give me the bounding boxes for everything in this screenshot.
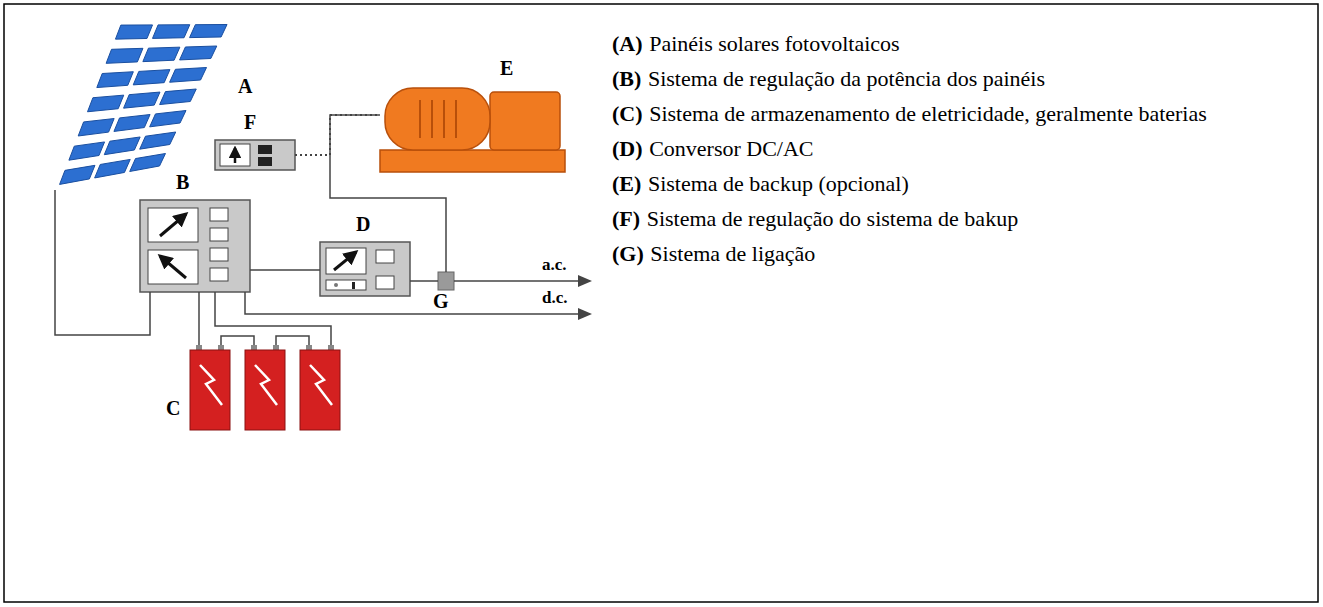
panel-cell (124, 92, 160, 108)
panel-cell (114, 115, 150, 132)
junction-box (438, 272, 454, 290)
ac-arrowhead (578, 275, 592, 287)
frame (4, 4, 1318, 602)
key-letter: (C) (612, 101, 643, 126)
wire (55, 190, 150, 335)
key-letter: (G) (612, 241, 644, 266)
key-description: Sistema de ligação (650, 241, 815, 266)
ac-output-wire (454, 280, 582, 282)
solar-panel (60, 25, 227, 185)
panel-cell (133, 70, 170, 85)
dc-label: d.c. (541, 289, 569, 308)
wire (198, 292, 200, 345)
panel-cell (160, 89, 197, 105)
key-row: (A)Painéis solares fotovoltaicos (612, 26, 1310, 61)
key-letter: (A) (612, 31, 643, 56)
battery-bank (190, 336, 340, 430)
panel-cell (150, 111, 186, 127)
key-letter: (F) (612, 206, 640, 231)
panel-cell (153, 25, 190, 39)
key-letter: (D) (612, 136, 643, 161)
part-letter: C (166, 398, 180, 418)
panel-cell (143, 47, 180, 61)
converter-node: D (320, 242, 410, 296)
panel-cell (115, 25, 152, 39)
key-letter: (B) (612, 66, 641, 91)
generator-node: E (380, 88, 565, 172)
part-letter: A (238, 76, 252, 96)
panel-cell (140, 132, 176, 149)
junction-node: G (438, 272, 454, 290)
panel-cell (60, 165, 95, 184)
part-letter: E (500, 58, 513, 78)
panel-cell (106, 48, 143, 63)
battery-wire (215, 292, 331, 345)
key-description: Sistema de backup (opcional) (648, 171, 909, 196)
regulator-box (140, 200, 250, 292)
part-letter: F (244, 112, 256, 132)
wire (410, 280, 438, 282)
panel-cell (88, 95, 124, 112)
solar-panel-node: A (55, 20, 232, 190)
key-row: (F) Sistema de regulação do sistema de ba… (612, 201, 1310, 236)
panel-cell (180, 46, 217, 60)
key-row: (B) Sistema de regulação da potência dos … (612, 61, 1310, 96)
backup-regulator-box (215, 140, 295, 170)
panel-cell (190, 25, 227, 38)
key-description: Sistema de regulação da potência dos pai… (648, 66, 1045, 91)
ac-label: a.c. (541, 256, 568, 275)
key-row: (E) Sistema de backup (opcional) (612, 166, 1310, 201)
backup-regulator-node: F (215, 140, 295, 170)
part-letter: D (356, 214, 370, 234)
key-description: Sistema de armazenamento de eletricidade… (649, 101, 1207, 126)
wire (250, 269, 320, 271)
battery-node: C (190, 345, 340, 430)
key-description: Sistema de regulação do sistema de bakup (647, 206, 1018, 231)
part-letter: G (433, 291, 449, 311)
panel-cell (97, 72, 134, 88)
dotted-wire (295, 115, 380, 155)
key-row: (D)Conversor DC/AC (612, 131, 1310, 166)
dc-arrowhead (578, 308, 592, 320)
panel-cell (69, 142, 105, 160)
converter-box (320, 242, 410, 296)
dc-output-wire (245, 292, 582, 314)
key-description: Conversor DC/AC (649, 136, 813, 161)
key-letter: (E) (612, 171, 641, 196)
panel-cell (130, 154, 166, 172)
panel-cell (104, 137, 140, 155)
key-list: (A)Painéis solares fotovoltaicos (B) Siste… (612, 26, 1310, 271)
part-letter: B (176, 172, 189, 192)
regulator-node: B (140, 200, 250, 292)
key-row: (C)Sistema de armazenamento de eletricid… (612, 96, 1310, 131)
key-description: Painéis solares fotovoltaicos (649, 31, 900, 56)
panel-cell (78, 119, 114, 136)
key-row: (G)Sistema de ligação (612, 236, 1310, 271)
panel-cell (170, 68, 207, 83)
wire (330, 115, 446, 272)
panel-cell (95, 159, 131, 178)
backup-generator (380, 88, 565, 172)
